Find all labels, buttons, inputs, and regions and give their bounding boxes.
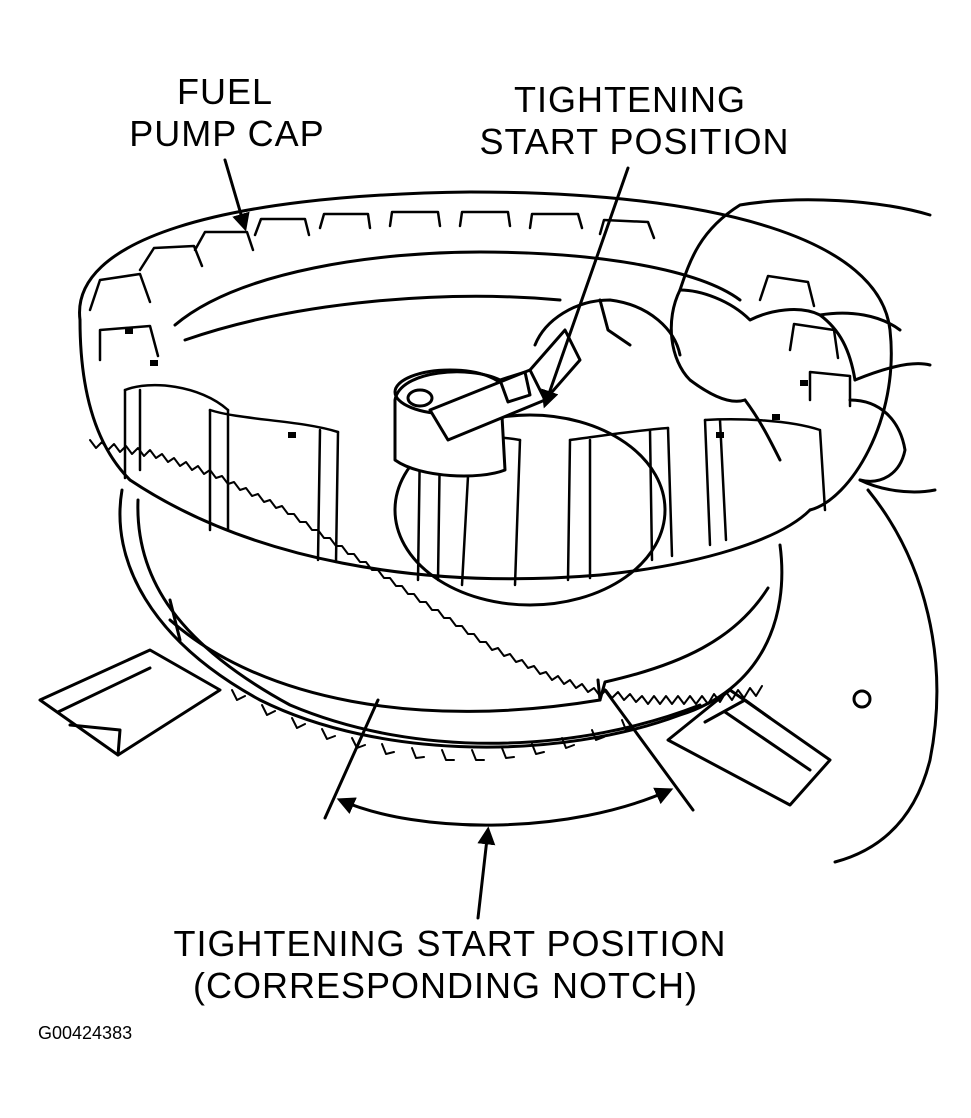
retainer-ring (118, 488, 784, 761)
notch-line-right (603, 688, 695, 812)
cap-marker (150, 360, 158, 366)
tightening-start-label-top-line2: START POSITION (479, 121, 790, 162)
ring-teeth (231, 689, 635, 761)
tank-edge-line (833, 488, 939, 864)
fuel-pump-cap-label-line2: PUMP CAP (129, 113, 325, 154)
notch-range-arrow (336, 787, 674, 827)
fuel-pump-cap-label-line1: FUEL (176, 71, 274, 112)
figure-code: G00424383 (38, 1023, 133, 1043)
cap-ribs (123, 388, 728, 587)
fuel-pump-cap-arrow (223, 158, 250, 232)
cap-marker (772, 414, 780, 420)
cap-marker (288, 432, 296, 438)
tightening-start-arrow-top (541, 166, 630, 409)
cap-marker (716, 432, 724, 438)
cap-marker (800, 380, 808, 386)
tank-hole (852, 689, 872, 709)
tightening-start-arrow-bottom (476, 826, 496, 920)
tightening-start-label-top-line1: TIGHTENING (514, 79, 746, 120)
cap-serrated-edge (89, 439, 763, 705)
notch-line-left (323, 698, 380, 820)
cap-marker (125, 328, 133, 334)
center-fitting (393, 328, 667, 607)
left-bracket (38, 648, 222, 757)
right-bracket (666, 688, 832, 807)
fuel-pump-cap (78, 190, 893, 705)
tightening-start-label-bottom-line2: (CORRESPONDING NOTCH) (193, 965, 698, 1006)
tightening-start-label-bottom-line1: TIGHTENING START POSITION (173, 923, 727, 964)
hand (533, 198, 937, 494)
